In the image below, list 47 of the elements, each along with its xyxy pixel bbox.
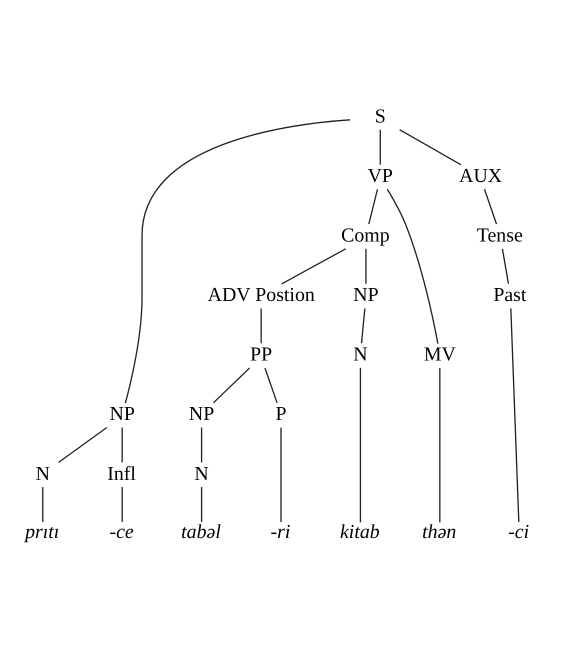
node-text: prıtı bbox=[25, 521, 60, 544]
connector bbox=[260, 308, 262, 344]
node-text: P bbox=[275, 403, 287, 426]
node-text: AUX bbox=[459, 164, 502, 187]
connector bbox=[122, 428, 123, 462]
connector bbox=[200, 487, 202, 522]
connector bbox=[200, 428, 202, 462]
connector bbox=[365, 248, 367, 284]
node-text: MV bbox=[424, 344, 456, 366]
node-text: thən bbox=[422, 521, 456, 544]
node-text: S bbox=[374, 105, 386, 128]
node-text: Comp bbox=[341, 224, 390, 247]
connector bbox=[484, 189, 498, 224]
node-text: -ri bbox=[270, 521, 290, 544]
connector bbox=[380, 130, 381, 165]
node-text: -ce bbox=[109, 521, 134, 544]
connector bbox=[368, 189, 378, 224]
connector bbox=[281, 248, 346, 284]
connector bbox=[502, 248, 510, 284]
node-text: VP bbox=[368, 164, 393, 187]
node-text: ADV Postion bbox=[208, 284, 315, 306]
node-text: NP bbox=[353, 284, 379, 306]
node-text: -ci bbox=[508, 521, 530, 544]
connector bbox=[360, 308, 366, 344]
connector bbox=[58, 426, 108, 463]
connector bbox=[510, 308, 520, 522]
node-text: NP bbox=[188, 403, 214, 426]
node-text: N bbox=[194, 462, 209, 485]
connector bbox=[439, 368, 440, 522]
node-text: PP bbox=[250, 344, 272, 366]
node-text: tabəl bbox=[181, 521, 221, 544]
node-text: NP bbox=[109, 403, 135, 426]
connector bbox=[399, 129, 462, 166]
connector bbox=[212, 367, 250, 404]
connector bbox=[124, 119, 350, 404]
node-text: Past bbox=[493, 284, 526, 306]
connector bbox=[360, 368, 362, 522]
connector bbox=[42, 487, 44, 522]
connector bbox=[280, 428, 282, 522]
node-text: Infl bbox=[107, 462, 136, 485]
node-text: N bbox=[353, 344, 368, 366]
node-text: N bbox=[36, 462, 50, 485]
connector bbox=[264, 368, 278, 404]
node-text: kitab bbox=[340, 521, 380, 544]
node-text: Tense bbox=[476, 224, 523, 247]
connector bbox=[122, 487, 123, 522]
connector bbox=[386, 188, 439, 344]
